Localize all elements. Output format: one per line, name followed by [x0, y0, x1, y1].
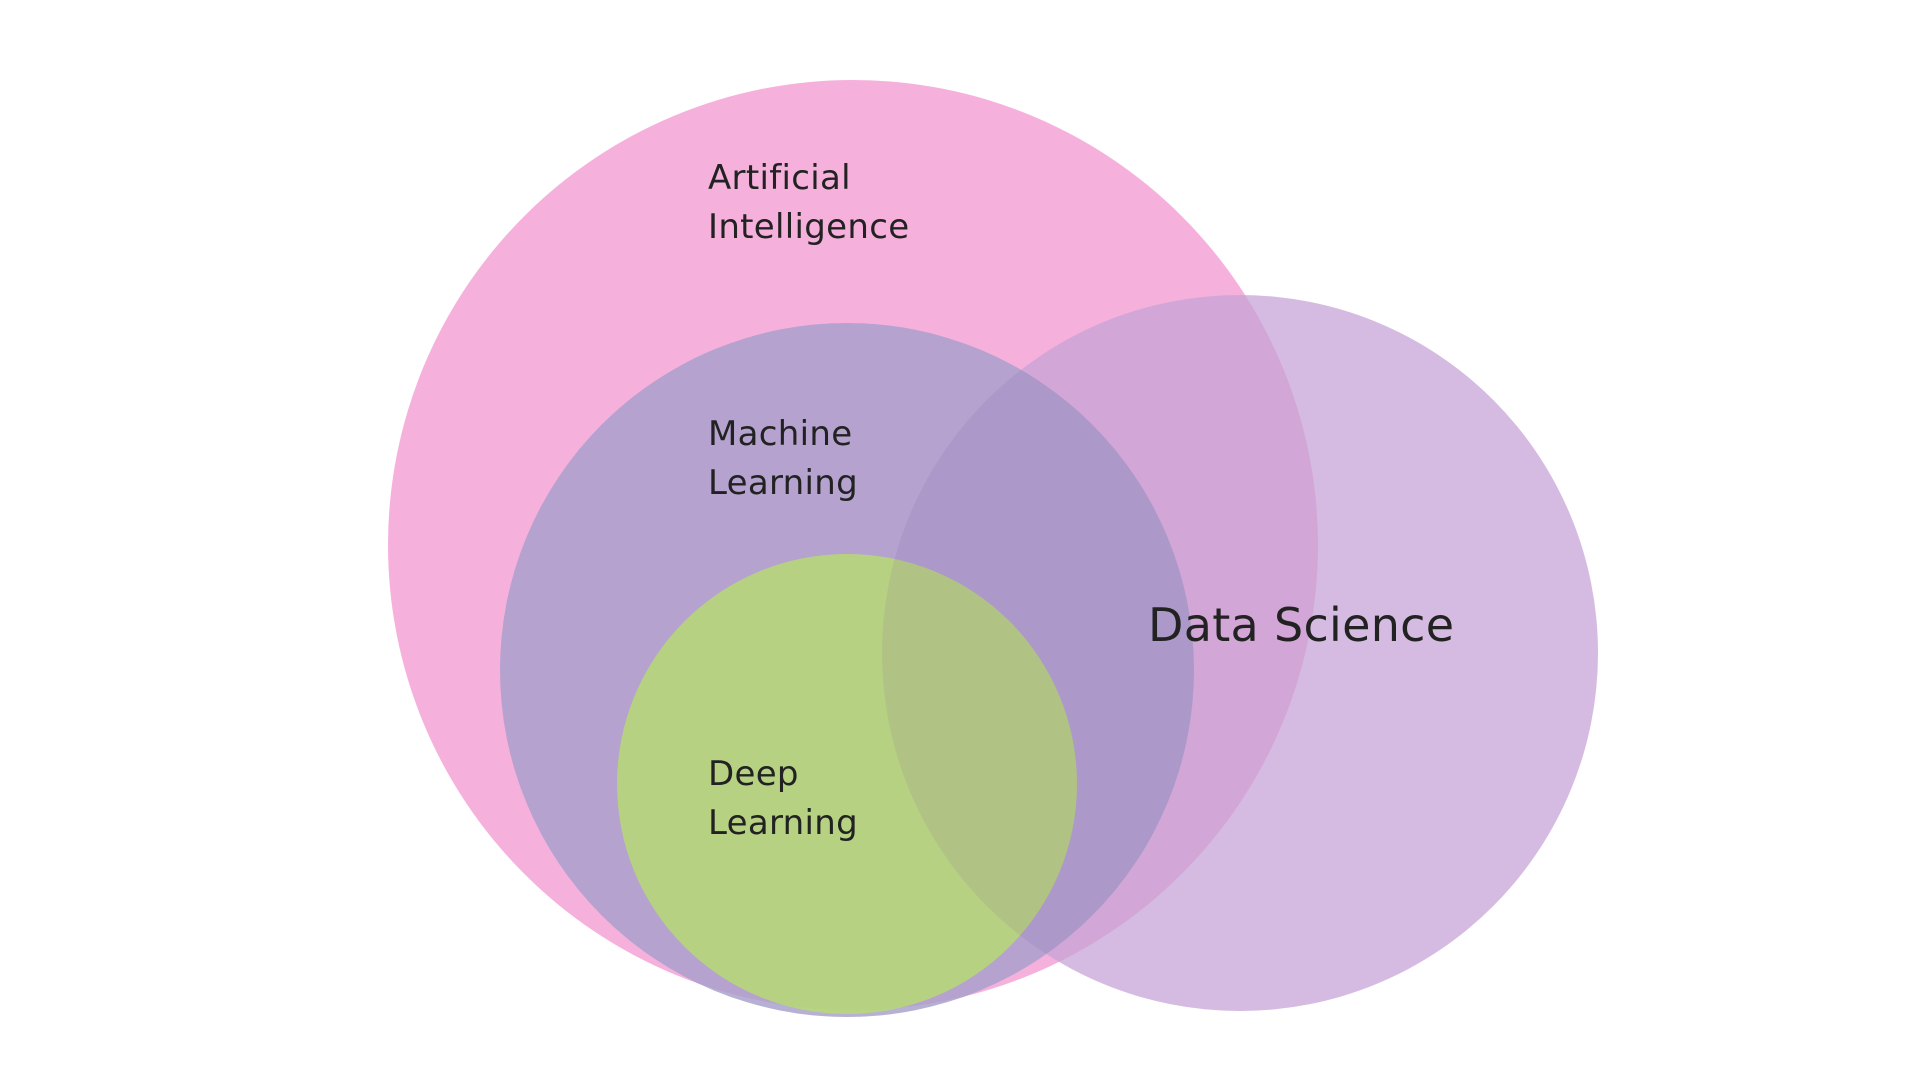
data-science-overlap-tint [882, 295, 1598, 1011]
data-science-label: Data Science [1148, 597, 1454, 653]
deep-learning-label: Deep Learning [708, 750, 858, 848]
machine-learning-label-line-1: Machine [708, 414, 853, 454]
data-science-label-line-1: Data Science [1148, 598, 1455, 652]
deep-learning-label-line-2: Learning [708, 803, 859, 843]
artificial-intelligence-label: Artificial Intelligence [708, 154, 909, 252]
deep-learning-label-line-1: Deep [708, 754, 799, 794]
deep-learning-circle [617, 554, 1077, 1014]
artificial-intelligence-label-line-1: Artificial [708, 158, 851, 198]
machine-learning-label-line-2: Learning [708, 463, 859, 503]
artificial-intelligence-label-line-2: Intelligence [708, 207, 910, 247]
machine-learning-label: Machine Learning [708, 410, 858, 508]
